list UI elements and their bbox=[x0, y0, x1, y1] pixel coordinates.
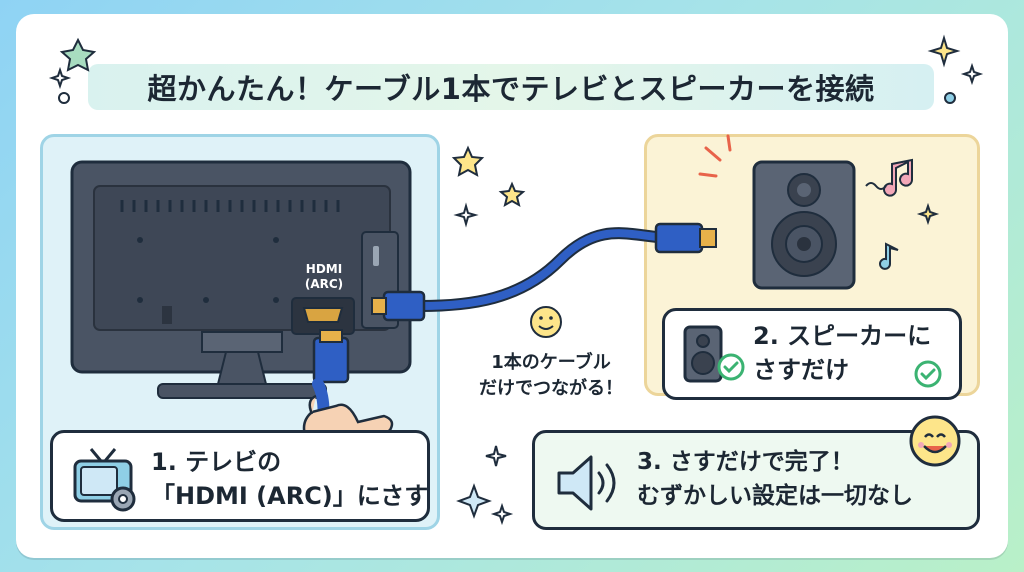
step3-text: 3. さすだけで完了！ むずかしい設定は一切なし bbox=[637, 445, 913, 513]
hdmi-cable bbox=[371, 222, 717, 322]
volume-icon bbox=[557, 455, 616, 511]
speaker-illustration bbox=[752, 160, 856, 290]
step2-callout: 2. スピーカーに さすだけ bbox=[662, 308, 962, 400]
tilde-decoration bbox=[865, 182, 887, 190]
tv-illustration bbox=[70, 160, 412, 399]
smiley-icon bbox=[530, 306, 562, 338]
step2-line1: 2. スピーカーに bbox=[753, 322, 932, 350]
star-icon bbox=[451, 145, 526, 208]
step3-line1: 3. さすだけで完了！ bbox=[637, 449, 854, 475]
step3-line2: むずかしい設定は一切なし bbox=[637, 483, 913, 509]
sparkle-icon bbox=[59, 37, 97, 72]
dot-decoration bbox=[58, 92, 70, 104]
step3-callout: 3. さすだけで完了！ むずかしい設定は一切なし bbox=[532, 415, 980, 530]
speaker-check-icon bbox=[683, 325, 745, 383]
page-title-banner: 超かんたん！ケーブル1本でテレビとスピーカーを接続 bbox=[88, 64, 934, 110]
hdmi-label-line2: (ARC) bbox=[304, 277, 344, 291]
hdmi-arc-port-label: HDMI (ARC) bbox=[296, 262, 352, 292]
check-icon bbox=[914, 360, 942, 388]
sparkle-icon bbox=[453, 202, 514, 526]
step1-callout: 1. テレビの 「HDMI (ARC)」にさす bbox=[50, 430, 430, 522]
cable-note-line1: 1本のケーブル bbox=[491, 352, 611, 373]
step1-line2: 「HDMI (ARC)」にさす bbox=[151, 482, 429, 510]
page-title: 超かんたん！ケーブル1本でテレビとスピーカーを接続 bbox=[147, 72, 875, 106]
music-note-icon bbox=[883, 158, 913, 197]
sparkle-icon bbox=[48, 34, 984, 90]
music-note-icon bbox=[879, 242, 899, 270]
step1-text: 1. テレビの 「HDMI (ARC)」にさす bbox=[151, 445, 428, 513]
step2-text: 2. スピーカーに さすだけ bbox=[753, 319, 931, 387]
step2-line2: さすだけ bbox=[753, 356, 849, 384]
hdmi-label-line1: HDMI bbox=[305, 262, 343, 276]
sound-lines-icon bbox=[698, 134, 732, 178]
smiley-icon bbox=[909, 415, 961, 467]
tv-gear-icon bbox=[73, 448, 136, 512]
sparkle-icon bbox=[916, 202, 940, 226]
step1-line1: 1. テレビの bbox=[151, 448, 282, 476]
dot-decoration bbox=[944, 92, 956, 104]
cable-note-line2: だけでつながる！ bbox=[479, 378, 623, 399]
cable-note: 1本のケーブル だけでつながる！ bbox=[466, 350, 636, 402]
